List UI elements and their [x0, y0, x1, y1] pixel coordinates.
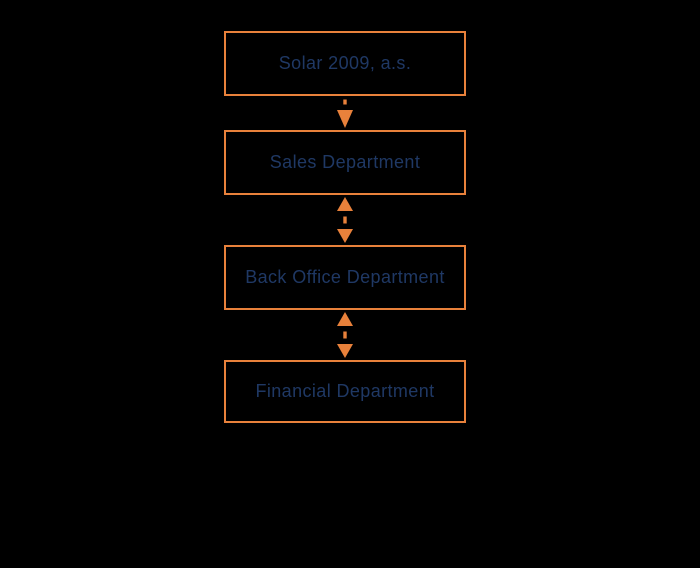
arrow-up-down-dashed-icon	[334, 197, 356, 243]
org-node-sales-department: Sales Department	[224, 130, 466, 195]
arrow-up-down-dashed-icon	[334, 312, 356, 358]
org-node-company-label: Solar 2009, a.s.	[278, 53, 412, 73]
org-node-back-office-department-label: Back Office Department	[245, 267, 445, 287]
org-node-sales-department-label: Sales Department	[269, 152, 421, 172]
org-node-back-office-department: Back Office Department	[224, 245, 466, 310]
org-node-financial-department: Financial Department	[224, 360, 466, 423]
org-node-company: Solar 2009, a.s.	[224, 31, 466, 96]
arrow-down-dashed-icon	[334, 98, 356, 129]
org-node-financial-department-label: Financial Department	[255, 381, 435, 401]
